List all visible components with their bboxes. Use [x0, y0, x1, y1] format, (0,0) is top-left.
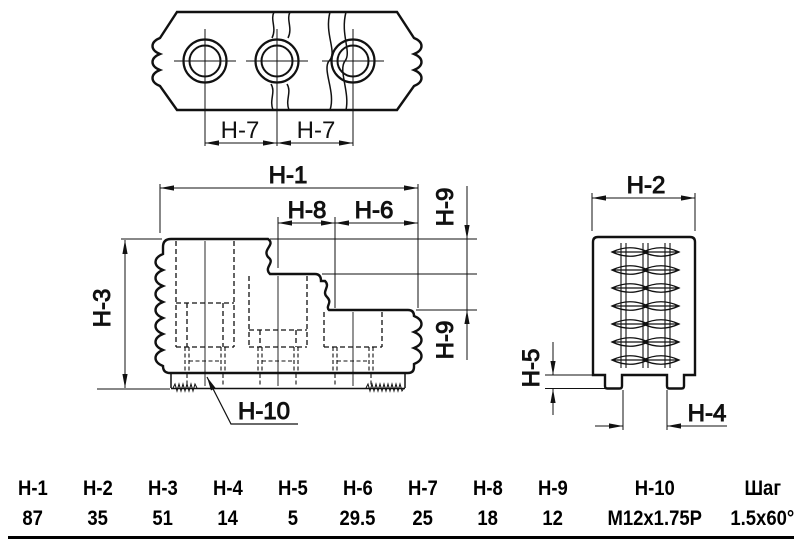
- column-header: H-9: [537, 477, 568, 500]
- column-header: Шаг: [744, 477, 781, 500]
- table-column: H-2 35: [65, 478, 130, 530]
- column-header: H-8: [472, 477, 503, 500]
- dimension-table: H-1 87 H-2 35 H-3 51 H-4 14 H-5 5 H-6 29…: [0, 478, 800, 530]
- hole-centerlines: [174, 29, 384, 146]
- end-view-outline: [591, 235, 697, 390]
- column-value: 87: [22, 507, 43, 530]
- dim-label-h6: H-6: [355, 197, 394, 224]
- top-view: H-7 H-7: [151, 10, 423, 146]
- hidden-threads: [184, 347, 374, 385]
- hidden-counterbores: [175, 241, 383, 348]
- dim-label-h10: H-10: [238, 398, 290, 425]
- table-bottom-rule: [8, 536, 794, 539]
- dim-h5: [550, 342, 556, 415]
- column-value: M12x1.75P: [607, 507, 703, 530]
- dim-h4: [595, 423, 727, 429]
- column-header: H-6: [342, 477, 373, 500]
- column-header: H-7: [407, 477, 438, 500]
- dim-label-h7-right: H-7: [297, 117, 336, 144]
- dim-label-h7-left: H-7: [221, 117, 260, 144]
- dim-h8-h6: [278, 220, 418, 226]
- dim-h2: [592, 195, 695, 201]
- leader-h10: [206, 376, 298, 425]
- column-header: H-10: [634, 477, 676, 500]
- table-column: Шаг 1.5x60°: [725, 478, 800, 530]
- table-column: H-5 5: [260, 478, 325, 530]
- column-header: H-2: [82, 477, 113, 500]
- column-value: 29.5: [339, 507, 376, 530]
- end-view: H-2 H-5 H-4: [518, 172, 727, 430]
- dim-label-h8: H-8: [288, 197, 327, 224]
- dim-label-h2: H-2: [627, 172, 666, 199]
- table-column: H-6 29.5: [325, 478, 390, 530]
- dim-label-h5: H-5: [518, 349, 545, 388]
- column-value: 12: [542, 507, 563, 530]
- dim-label-h9-top: H-9: [432, 188, 459, 227]
- table-column: H-7 25: [390, 478, 455, 530]
- side-view: H-1 H-8 H-6 H-3 H-9 H-9 H: [89, 162, 477, 426]
- column-header: H-5: [277, 477, 308, 500]
- dim-h9: [464, 186, 470, 360]
- bottom-strip: [170, 373, 406, 393]
- table-column: H-4 14: [195, 478, 260, 530]
- side-extension-lines: [97, 184, 477, 390]
- end-extension-lines: [545, 193, 696, 430]
- teeth-rows: [610, 247, 681, 365]
- dim-h1: [160, 185, 418, 191]
- column-value: 51: [152, 507, 173, 530]
- column-value: 5: [287, 507, 298, 530]
- table-column: H-10 M12x1.75P: [585, 478, 725, 530]
- column-value: 14: [217, 507, 238, 530]
- column-value: 35: [87, 507, 108, 530]
- column-value: 25: [412, 507, 433, 530]
- table-column: H-8 18: [455, 478, 520, 530]
- column-header: H-1: [17, 477, 48, 500]
- jaw-drawing: H-7 H-7: [89, 10, 727, 430]
- break-lines: [270, 11, 349, 111]
- dim-label-h9-bottom: H-9: [432, 321, 459, 360]
- dim-label-h4: H-4: [688, 400, 727, 427]
- dim-label-h1: H-1: [269, 162, 308, 189]
- dim-h3: [122, 240, 128, 388]
- table-column: H-3 51: [130, 478, 195, 530]
- top-view-outline: [151, 10, 423, 112]
- dim-label-h3: H-3: [89, 289, 116, 328]
- column-header: H-3: [147, 477, 178, 500]
- column-header: H-4: [212, 477, 243, 500]
- side-view-outline: [154, 237, 423, 375]
- side-centerlines: [204, 241, 354, 386]
- table-column: H-9 12: [520, 478, 585, 530]
- column-value: 18: [477, 507, 498, 530]
- column-value: 1.5x60°: [730, 507, 795, 530]
- table-column: H-1 87: [0, 478, 65, 530]
- dim-h7: [205, 140, 353, 146]
